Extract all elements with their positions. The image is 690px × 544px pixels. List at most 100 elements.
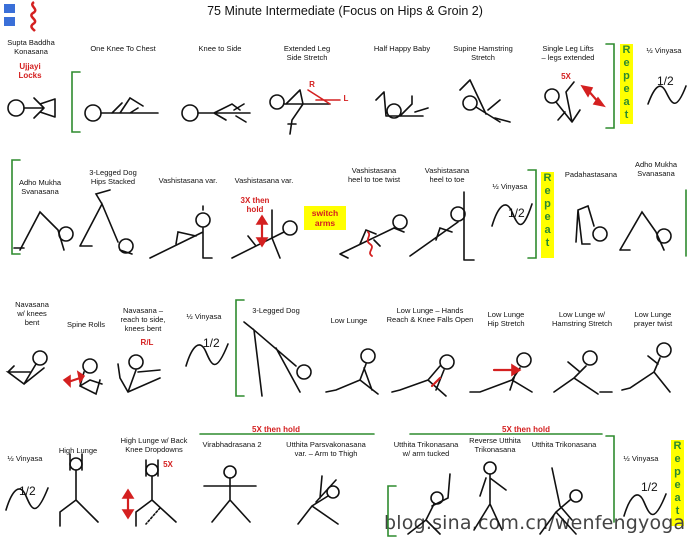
fraction-label: 1/2: [641, 480, 658, 494]
figure-body: [19, 210, 65, 251]
figure-head: [195, 212, 211, 228]
figure-body: [619, 210, 665, 251]
figure-body: [621, 355, 671, 393]
figure-head: [360, 348, 376, 364]
repeat-badge: R e p e a t: [620, 44, 633, 124]
watermark: blog.sina.com.cn/wenfengyoga: [384, 512, 686, 534]
pose-label: Utthita Parsvakonasana var. – Arm to Thi…: [286, 440, 366, 458]
figure-body: [79, 371, 103, 396]
pose-label: ½ Vinyasa: [623, 454, 659, 463]
figure-head: [592, 226, 608, 242]
figure-head: [326, 485, 340, 499]
figure-body: [575, 204, 595, 245]
pose-label: Half Happy Baby: [373, 44, 431, 53]
five-x-hold-note: 5X then hold: [252, 425, 300, 434]
figure-body: [23, 97, 56, 119]
pose-label: Adho Mukha Svanasana: [634, 160, 678, 178]
figure-body: [59, 453, 99, 527]
pose-label: Supta Baddha Konasana: [7, 38, 55, 56]
figure-body: [469, 367, 533, 393]
red-arrowhead: [511, 363, 522, 377]
pose-label: 3-Legged Dog Hips Stacked: [89, 168, 137, 186]
pose-label: Padahastasana: [564, 170, 618, 179]
five-x-note: 5X: [163, 460, 173, 469]
red-arrowhead: [255, 214, 269, 248]
figure-body: [231, 209, 285, 259]
r-mark: R: [309, 80, 315, 89]
pose-label: Low Lunge – Hands Reach & Knee Falls Ope…: [386, 306, 474, 324]
pose-label: Navasana w/ knees bent: [15, 300, 49, 327]
figure-body: [117, 363, 161, 393]
figure-head: [32, 350, 48, 366]
figure-head: [430, 491, 444, 505]
pose-label: Spine Rolls: [67, 320, 105, 329]
figure-head: [282, 220, 298, 236]
dotted-line: [145, 507, 161, 525]
bracket: [605, 435, 615, 523]
red-arrow: [584, 86, 602, 106]
pose-label: Low Lunge Hip Stretch: [487, 310, 525, 328]
figure-body: [555, 81, 581, 123]
figure-head: [569, 489, 583, 503]
fraction-label: 1/2: [203, 336, 220, 350]
figure-head: [483, 461, 497, 475]
figure-body: [283, 89, 331, 135]
pose-label: ½ Vinyasa: [186, 312, 222, 321]
figure-head: [439, 354, 455, 370]
figure-body: [409, 191, 475, 261]
figure-head: [462, 95, 478, 111]
figure-head: [181, 104, 199, 122]
pose-label: Knee to Side: [198, 44, 242, 53]
figure-head: [296, 364, 312, 380]
figure-body: [339, 227, 405, 259]
figure-body: [553, 361, 599, 395]
red-arrow: [307, 89, 341, 105]
red-arrowhead: [580, 84, 606, 108]
page-title: 75 Minute Intermediate (Focus on Hips & …: [207, 4, 483, 18]
figure-body: [100, 96, 159, 114]
hold-note: 3X then hold: [240, 196, 270, 214]
figure-head: [82, 358, 98, 374]
figure-head: [516, 352, 532, 368]
red-arrowhead: [62, 370, 86, 388]
figure-body: [297, 475, 339, 525]
pose-label: Reverse Utthita Trikonasana: [469, 436, 521, 454]
pose-label: Vashistasana var.: [234, 176, 294, 185]
pose-label: Vashistasana heel to toe twist: [347, 166, 401, 184]
figure-head: [145, 463, 159, 477]
figure-body: [5, 363, 45, 386]
pose-label: Navasana – reach to side, knees bent: [120, 306, 166, 333]
figure-head: [450, 206, 466, 222]
figure-head: [544, 88, 560, 104]
pose-label: 3-Legged Dog: [252, 306, 300, 315]
fraction-label: 1/2: [19, 484, 36, 498]
figure-body: [391, 365, 447, 397]
figure-head: [118, 238, 134, 254]
repeat-badge: R e p e a t: [671, 440, 684, 526]
figure-body: [459, 79, 511, 123]
bracket: [11, 159, 21, 255]
pose-label: Utthita Trikonasana w/ arm tucked: [393, 440, 459, 458]
figure-body: [203, 477, 257, 523]
pose-label: ½ Vinyasa: [492, 182, 528, 191]
figure-head: [69, 457, 83, 471]
fraction-label: 1/2: [508, 206, 525, 220]
figure-head: [7, 99, 25, 117]
pose-label: One Knee To Chest: [90, 44, 156, 53]
figure-head: [656, 342, 672, 358]
pose-label: Vashistasana var.: [158, 176, 218, 185]
pose-label: Vashistasana heel to toe: [424, 166, 470, 184]
pose-label: Low Lunge prayer twist: [633, 310, 673, 328]
figure-body: [325, 363, 379, 395]
pose-label: Low Lunge: [330, 316, 368, 325]
five-x-hold-note: 5X then hold: [502, 425, 550, 434]
red-twist-icon: [366, 231, 373, 257]
l-mark: L: [343, 94, 349, 103]
figure-body: [375, 91, 429, 117]
five-x-note: 5X: [561, 72, 571, 81]
blue-square-icon: [4, 17, 15, 26]
figure-head: [223, 465, 237, 479]
